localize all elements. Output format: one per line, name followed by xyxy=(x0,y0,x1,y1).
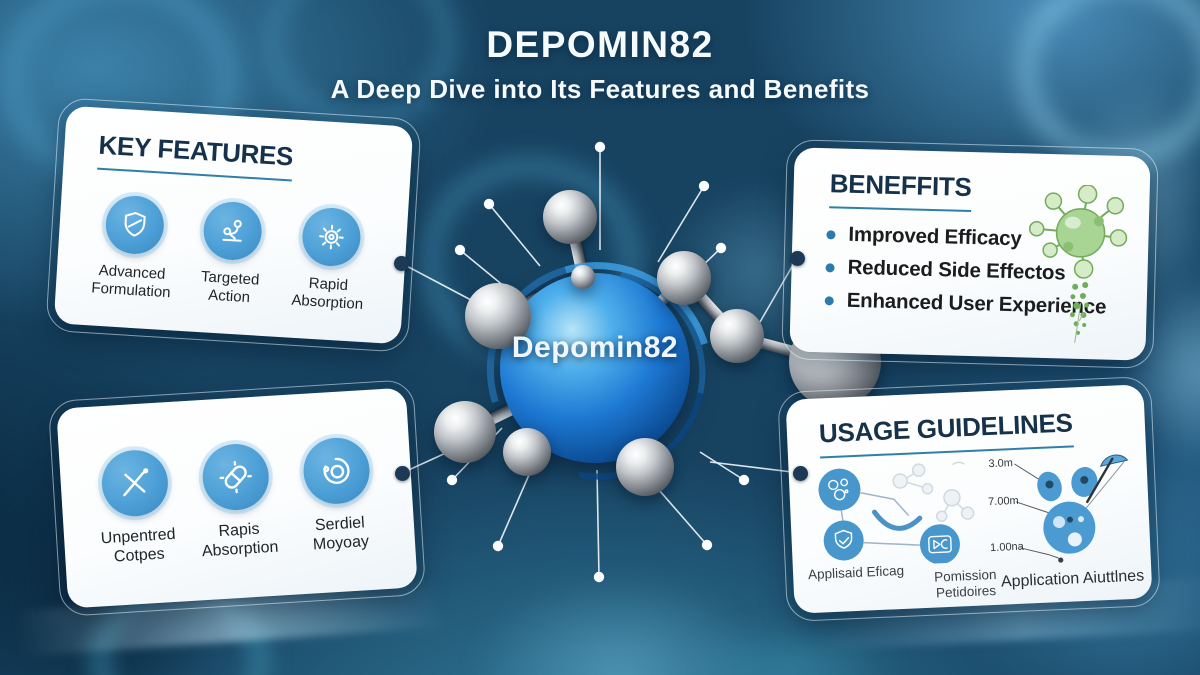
process-flow-diagram xyxy=(818,461,975,565)
bullet-dot-icon xyxy=(826,229,836,239)
benefit-label: Improved Efficacy xyxy=(848,222,1022,251)
blob-cluster-icon xyxy=(1037,467,1098,554)
key-feature-label: Advanced Formulation xyxy=(90,261,172,301)
connector-node-dot xyxy=(789,250,805,266)
secondary-feature-item: Rapis Absorption xyxy=(184,441,291,563)
key-features-items: Advanced Formulation Targeted Action xyxy=(55,191,408,315)
benefits-panel: BENEFFITS Improved Efficacy Reduced Side… xyxy=(781,139,1159,369)
connector-node-dot xyxy=(393,255,409,271)
measurement-label: 3.0m xyxy=(988,457,1013,470)
shield-icon xyxy=(104,194,166,256)
secondary-feature-item: Unpentred Cotpes xyxy=(83,447,190,569)
secondary-feature-label: Serdiel Moyoay xyxy=(312,514,370,554)
bullet-dot-icon xyxy=(824,295,834,305)
diagram-label: Applisaid Eficag xyxy=(807,562,905,583)
usage-guidelines-diagram: 3.0m 7.00m 1.00na xyxy=(788,444,1152,609)
secondary-feature-label: Unpentred Cotpes xyxy=(100,525,176,566)
secondary-feature-label: Rapis Absorption xyxy=(201,520,279,561)
secondary-feature-item: Serdiel Moyoay xyxy=(285,435,392,557)
bullet-dot-icon xyxy=(825,262,835,272)
measurement-label: 1.00na xyxy=(990,541,1025,554)
curved-arrow-icon xyxy=(871,509,923,531)
secondary-features-panel: Unpentred Cotpes Rapis Absorption xyxy=(47,378,427,618)
page-subtitle: A Deep Dive into Its Features and Benefi… xyxy=(330,74,870,104)
application-diagram: 3.0m 7.00m 1.00na xyxy=(988,454,1129,563)
shield-check-icon xyxy=(823,520,864,561)
key-features-panel: KEY FEATURES Advanced Formulation xyxy=(45,96,422,354)
targeted-person-icon xyxy=(202,200,264,262)
green-molecule-icon xyxy=(1028,184,1128,343)
secondary-features-items: Unpentred Cotpes Rapis Absorption xyxy=(59,433,415,570)
key-feature-item: Advanced Formulation xyxy=(81,193,185,302)
connector-node-dot xyxy=(394,465,410,481)
key-feature-label: Rapid Absorption xyxy=(290,274,364,313)
gear-burst-icon xyxy=(300,206,362,268)
cycle-swirl-icon xyxy=(301,435,372,506)
usage-guidelines-panel: USAGE GUIDELINES xyxy=(777,375,1161,623)
crossed-pencils-icon xyxy=(99,448,170,519)
key-feature-item: Rapid Absorption xyxy=(278,205,382,314)
key-feature-item: Targeted Action xyxy=(180,199,284,308)
key-features-heading: KEY FEATURES xyxy=(97,129,294,182)
key-feature-label: Targeted Action xyxy=(200,268,260,306)
connector-node-dot xyxy=(792,465,808,481)
benefits-heading: BENEFFITS xyxy=(829,168,972,213)
capsule-icon xyxy=(200,442,271,512)
page-title: DEPOMIN82 xyxy=(486,24,714,65)
measurement-label: 7.00m xyxy=(988,495,1019,508)
header: DEPOMIN82 A Deep Dive into Its Features … xyxy=(0,24,1200,105)
